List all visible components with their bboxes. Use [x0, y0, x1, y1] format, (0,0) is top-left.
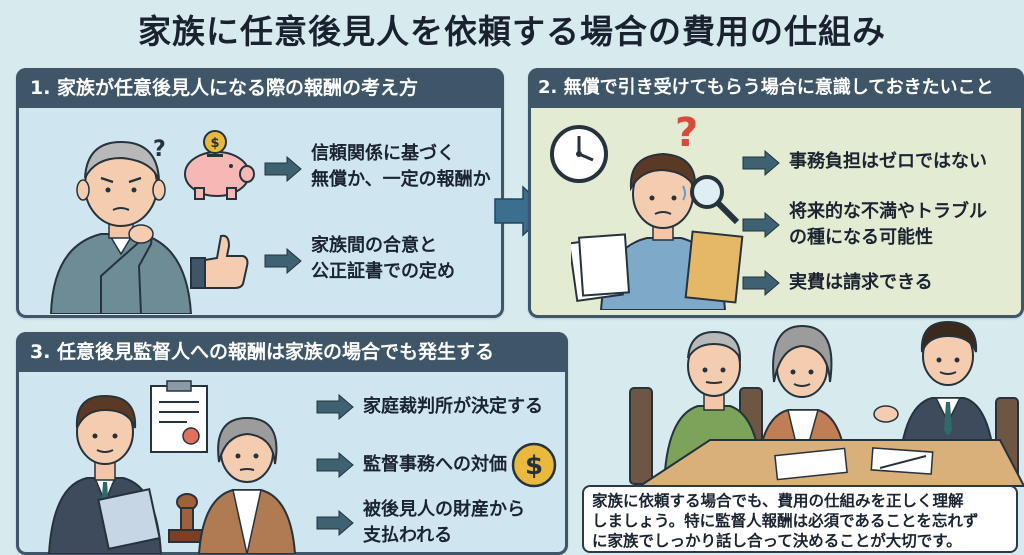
- section-3-item-3-line-1: 被後見人の財産から: [363, 499, 525, 520]
- arrow-right-icon: [742, 270, 780, 296]
- svg-text:?: ?: [153, 137, 166, 162]
- section-2-item-2-line-2: の種になる可能性: [789, 227, 933, 248]
- worried-man-illustration: [571, 152, 744, 310]
- summary-note-line-2: しましょう。特に監督人報酬は必須であることを忘れず: [592, 512, 979, 530]
- section-2-heading: 2. 無償で引き受けてもらう場合に意識しておきたいこと: [528, 68, 1024, 108]
- section-3-item-3-line-2: 支払われる: [363, 525, 453, 546]
- stamp-icon: [168, 493, 206, 543]
- section-1-heading: 1. 家族が任意後見人になる際の報酬の考え方: [16, 68, 504, 108]
- family-meeting-illustration: [629, 320, 1024, 488]
- section-1-body: ? $ 信頼関係に基づく 無償か、一定の報酬か 家族間の合意と 公正証書での定め: [16, 108, 504, 318]
- coin-icon: $: [511, 442, 557, 488]
- magnifier-icon: [690, 175, 740, 225]
- piggy-bank-icon: $: [184, 130, 255, 200]
- arrow-right-icon: [316, 394, 354, 420]
- clock-icon: [550, 125, 608, 183]
- section-3-heading: 3. 任意後見監督人への報酬は家族の場合でも発生する: [16, 332, 568, 372]
- section-1-panel: 1. 家族が任意後見人になる際の報酬の考え方 ?: [16, 68, 504, 318]
- page-title: 家族に任意後見人を依頼する場合の費用の仕組み: [138, 12, 886, 51]
- certificate-document-icon: [150, 380, 208, 453]
- section-2-body: ? 事務負担はゼロではない 将来的な不満やトラブル の種になる可能性 実費は請求…: [528, 108, 1024, 318]
- section-1-item-1-line-2: 無償か、一定の報酬か: [311, 169, 491, 190]
- section-2-item-1: 事務負担はゼロではない: [789, 151, 987, 172]
- thumbs-up-icon: [190, 234, 249, 289]
- section-3-panel: 3. 任意後見監督人への報酬は家族の場合でも発生する: [16, 332, 568, 555]
- section-1-item-1-line-1: 信頼関係に基づく: [311, 143, 455, 164]
- arrow-right-icon: [264, 156, 302, 182]
- section-3-item-2: 監督事務への対価: [363, 454, 507, 475]
- elderly-woman-illustration: [197, 416, 297, 554]
- arrow-right-icon: [742, 212, 780, 238]
- arrow-right-icon: [316, 510, 354, 536]
- summary-note: 家族に依頼する場合でも、費用の仕組みを正しく理解 しましょう。特に監督人報酬は必…: [582, 485, 1018, 553]
- section-1-item-2-line-1: 家族間の合意と: [311, 235, 437, 256]
- section-2-panel: 2. 無償で引き受けてもらう場合に意識しておきたいこと ?: [528, 68, 1024, 318]
- coin-symbol: $: [525, 451, 543, 481]
- arrow-right-icon: [742, 150, 780, 176]
- section-3-item-1: 家庭裁判所が決定する: [363, 396, 543, 417]
- arrow-right-icon: [316, 452, 354, 478]
- section-1-item-2-line-2: 公正証書での定め: [311, 261, 455, 282]
- section-2-item-2-line-1: 将来的な不満やトラブル: [789, 201, 987, 222]
- summary-note-line-1: 家族に依頼する場合でも、費用の仕組みを正しく理解: [592, 492, 964, 510]
- coin-symbol: $: [210, 136, 219, 151]
- section-2-item-3: 実費は請求できる: [789, 272, 933, 293]
- summary-note-line-3: に家族でしっかり話し合って決めることが大切です。: [592, 532, 962, 550]
- section-3-body: 家庭裁判所が決定する 監督事務への対価 $ 被後見人の財産から 支払われる: [16, 372, 568, 555]
- elderly-man-thinking-illustration: ?: [49, 137, 193, 314]
- supervisor-man-illustration: [47, 394, 163, 554]
- arrow-right-icon: [264, 248, 302, 274]
- question-mark-icon: ?: [675, 110, 699, 156]
